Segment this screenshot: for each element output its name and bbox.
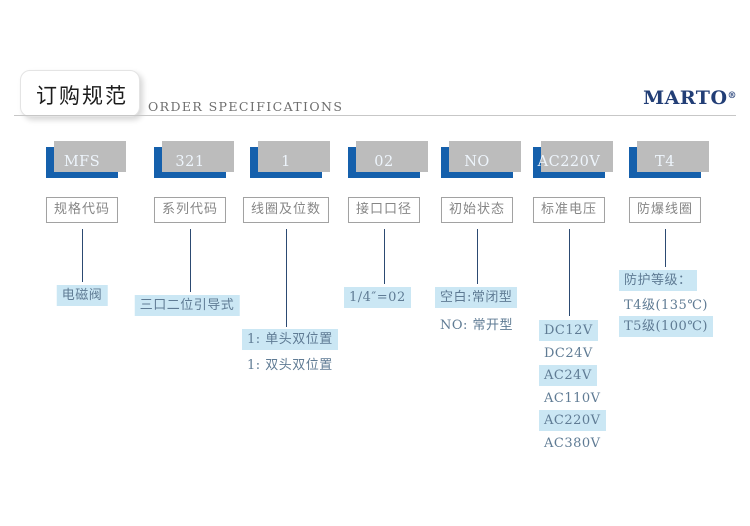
connector-line [569, 229, 570, 316]
code-box-t4: T4 [629, 141, 709, 178]
code-box-mfs: MFS [46, 141, 126, 178]
label-standard-voltage: 标准电压 [532, 197, 606, 223]
label-series-code: 系列代码 [153, 197, 227, 223]
code-box-1: 1 [250, 141, 330, 178]
code-box-321: 321 [154, 141, 234, 178]
note-double-head: 1: 双头双位置 [247, 358, 333, 373]
note-single-head: 1: 单头双位置 [242, 329, 338, 350]
registered-mark: ® [727, 91, 737, 101]
note-voltage-dc24v: DC24V [544, 346, 593, 361]
label-initial-state: 初始状态 [440, 197, 514, 223]
label-coil-positions: 线圈及位数 [242, 197, 330, 223]
note-protection-level: 防护等级： [619, 270, 697, 291]
note-t4-class: T4级(135℃) [624, 298, 708, 313]
header-divider [14, 115, 736, 116]
note-voltage-ac380v: AC380V [544, 436, 601, 451]
note-t5-class: T5级(100℃) [619, 316, 713, 337]
code-box-ac220v: AC220V [533, 141, 613, 178]
page-subtitle: ORDER SPECIFICATIONS [148, 99, 344, 114]
label-port-size: 接口口径 [347, 197, 421, 223]
connector-line [190, 229, 191, 292]
title-tab [20, 70, 140, 117]
connector-line [384, 229, 385, 284]
connector-line [286, 229, 287, 327]
note-solenoid-valve: 电磁阀 [56, 285, 108, 306]
note-three-port-pilot: 三口二位引导式 [134, 295, 240, 316]
note-voltage-ac24v: AC24V [539, 365, 597, 386]
note-normally-open: NO: 常开型 [440, 318, 514, 333]
note-voltage-dc12v: DC12V [539, 320, 598, 341]
label-spec-code: 规格代码 [45, 197, 119, 223]
brand-name: MARTO [643, 87, 728, 109]
connector-line [82, 229, 83, 282]
brand-logo: MARTO® [643, 87, 737, 109]
note-normally-closed: 空白:常闭型 [435, 287, 518, 308]
connector-line [665, 229, 666, 267]
note-quarter-inch: 1/4″=02 [344, 287, 411, 308]
note-voltage-ac110v: AC110V [544, 391, 601, 406]
connector-line [477, 229, 478, 284]
page-title: 订购规范 [36, 84, 128, 108]
code-box-no: NO [441, 141, 521, 178]
label-exproof-coil: 防爆线圈 [628, 197, 702, 223]
code-box-02: 02 [348, 141, 428, 178]
note-voltage-ac220v: AC220V [539, 410, 606, 431]
